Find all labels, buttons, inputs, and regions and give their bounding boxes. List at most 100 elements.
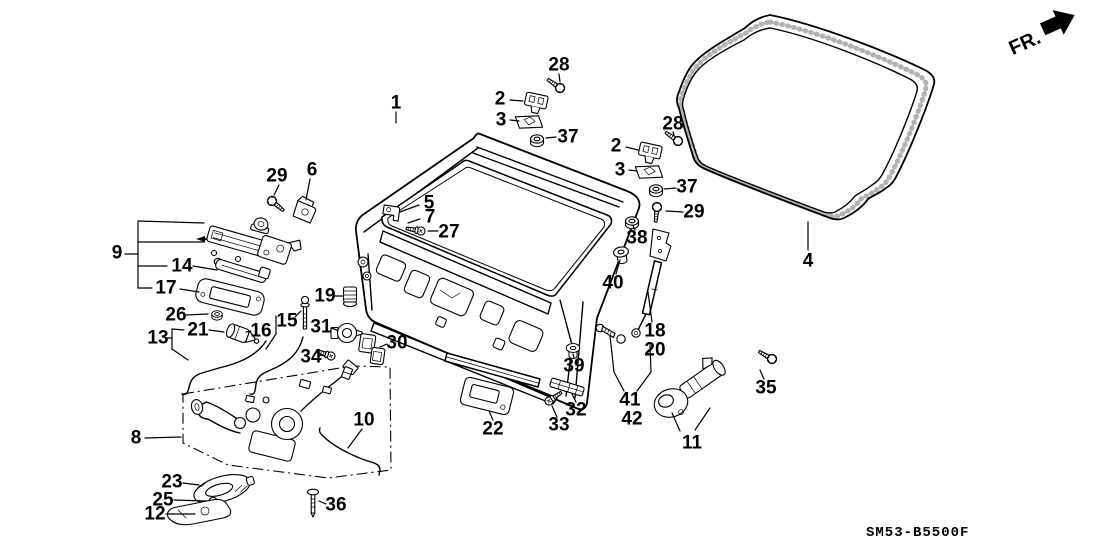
fr-direction-indicator: FR.: [1006, 10, 1075, 60]
part-callout-22: 22: [482, 419, 503, 440]
part-callout-1: 1: [391, 93, 402, 114]
leader-line: [615, 259, 621, 275]
leader-line: [173, 499, 207, 502]
latch-mechanism: [190, 359, 359, 462]
part-callout-4: 4: [803, 251, 814, 272]
part-2-striker-left: [522, 91, 549, 116]
part-14-bar: [213, 257, 271, 283]
part-callout-37: 37: [557, 127, 578, 148]
part-callout-23: 23: [161, 472, 182, 493]
leader-line: [509, 119, 520, 122]
part-callout-27: 27: [438, 222, 459, 243]
leader-line: [245, 330, 252, 333]
part-10-rod: [318, 427, 381, 476]
leader-line: [330, 327, 338, 331]
diagram-code: SM53-B5500F: [866, 525, 969, 541]
part-callout-39: 39: [563, 356, 584, 377]
part-callout-41: 41: [619, 390, 641, 411]
part-callout-12: 12: [144, 504, 165, 525]
part-26-nut: [211, 310, 223, 321]
part-32-molding: [549, 377, 585, 397]
part-callout-33: 33: [548, 415, 569, 436]
part-callout-32: 32: [565, 400, 586, 421]
leader-line: [609, 335, 625, 392]
leader-line: [572, 353, 575, 359]
leader-line: [137, 220, 205, 224]
gas-strut-assembly: [631, 228, 672, 338]
leader-line: [558, 73, 561, 83]
leader-line: [192, 265, 218, 271]
weatherstrip-seal: [676, 14, 936, 221]
part-15-screw: [300, 295, 310, 330]
part-3-shim-right: [633, 163, 665, 181]
part-callout-3: 3: [496, 110, 507, 131]
part-36-screw: [306, 488, 320, 518]
part-3-shim-left: [513, 113, 545, 131]
part-callout-31: 31: [310, 317, 332, 338]
part-callout-9: 9: [112, 243, 123, 264]
leader-line: [671, 412, 681, 432]
leader-line: [759, 369, 765, 380]
part-41-42-bolt: [595, 323, 626, 344]
part-29-bolt-right: [650, 201, 663, 223]
part-35-bolt: [756, 346, 779, 366]
leader-line: [208, 329, 225, 333]
leader-line: [694, 407, 711, 431]
part-callout-14: 14: [171, 256, 193, 277]
leader-line: [347, 428, 363, 449]
leader-line: [379, 343, 388, 348]
part-23-disc: [193, 474, 255, 504]
lock-cylinder-assembly: [653, 357, 726, 418]
leader-line: [632, 225, 636, 231]
part-callout-21: 21: [187, 320, 209, 341]
part-5-7-clip: [382, 204, 401, 222]
part-callout-15: 15: [276, 311, 298, 332]
part-callout-13: 13: [147, 328, 168, 349]
part-13-rod: [181, 340, 267, 396]
part-17-plate: [195, 278, 265, 316]
part-2-striker-right: [636, 141, 663, 166]
part-callout-7: 7: [425, 207, 436, 228]
leader-line: [571, 393, 577, 403]
part-callout-34: 34: [300, 347, 322, 368]
part-callout-17: 17: [155, 278, 176, 299]
part-callout-28: 28: [662, 114, 683, 135]
part-callout-26: 26: [165, 305, 186, 326]
leader-line: [636, 344, 652, 392]
part-31-actuator: [330, 322, 363, 344]
leader-line: [551, 405, 558, 418]
leader-line: [647, 291, 653, 323]
part-37-nut-right: [648, 184, 664, 198]
leader-line: [488, 410, 494, 421]
latch-assembly: [182, 359, 392, 479]
part-callout-2: 2: [495, 89, 506, 110]
part-callout-40: 40: [602, 273, 623, 294]
part-6-bracket: [292, 195, 317, 224]
leader-line: [625, 146, 639, 151]
leader-line: [399, 204, 420, 213]
leader-line: [144, 436, 182, 439]
part-callout-18: 18: [644, 321, 665, 342]
leader-line: [318, 354, 326, 357]
part-29-bolt-left: [264, 193, 287, 215]
leader-line: [179, 288, 200, 293]
part-37-nut-left: [529, 134, 545, 148]
leader-line: [273, 184, 280, 196]
part-callout-42: 42: [621, 409, 642, 430]
part-callout-16: 16: [250, 321, 271, 342]
leader-line: [663, 187, 677, 190]
part-callout-28: 28: [548, 55, 569, 76]
part-30-stopper: [358, 333, 386, 366]
part-19-cap: [342, 286, 358, 308]
leader-line: [171, 328, 185, 331]
part-callout-29: 29: [266, 166, 287, 187]
part-callout-20: 20: [644, 340, 665, 361]
leader-line: [318, 500, 327, 505]
leader-line: [407, 218, 421, 224]
part-22-garnish: [459, 376, 515, 416]
part-callout-10: 10: [353, 410, 374, 431]
part-21-16-lock-barrel: [225, 323, 260, 344]
